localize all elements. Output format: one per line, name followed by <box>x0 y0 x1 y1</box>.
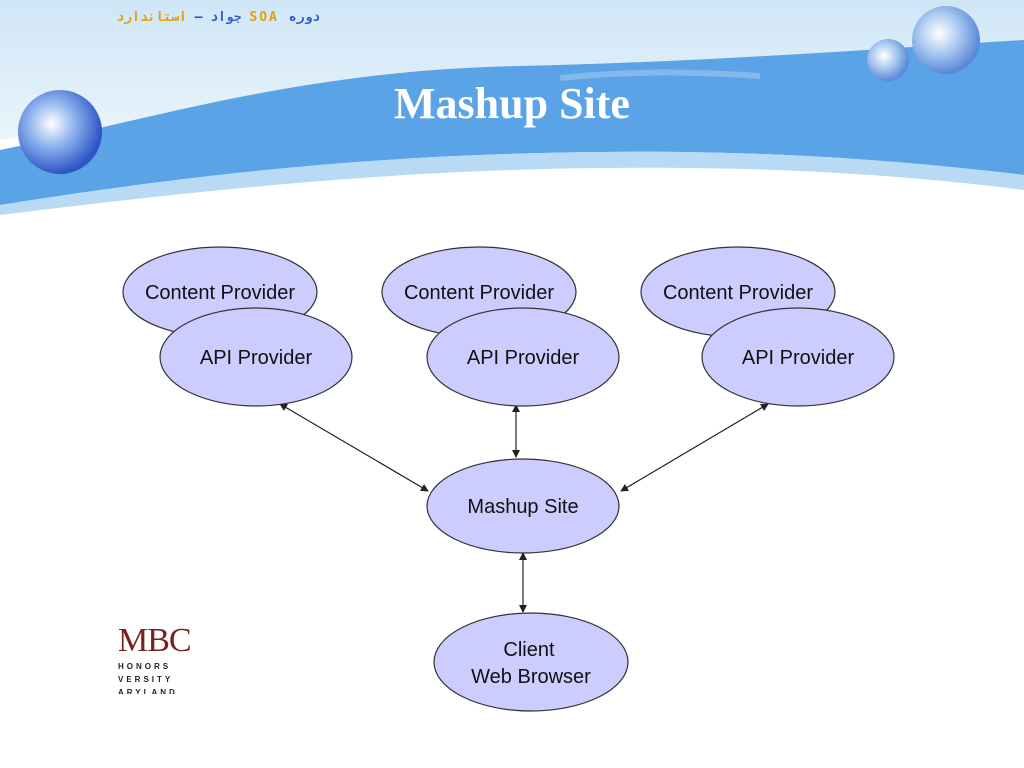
mashup-site-label: Mashup Site <box>467 496 578 518</box>
course-dash: – <box>194 10 203 25</box>
logo-line-2: VERSITY <box>118 675 174 684</box>
api-provider-label-3: API Provider <box>742 347 855 369</box>
logo-mark: MBC <box>118 622 192 659</box>
decorative-orb-left <box>18 90 102 174</box>
course-soa: SOA <box>249 10 279 25</box>
connector-api1-mashup <box>279 403 429 492</box>
api-provider-node-3 <box>701 307 895 407</box>
api-provider-label-1: API Provider <box>200 347 313 369</box>
api-provider-node-1 <box>159 307 353 407</box>
content-provider-label-3: Content Provider <box>663 282 813 304</box>
provider-group-1: Content Provider API Provider <box>122 246 353 407</box>
logo-line-1: HONORS <box>118 662 172 671</box>
logo-line-3: ARYLAND <box>118 688 178 694</box>
header-banner <box>0 0 1024 220</box>
provider-group-3: Content Provider API Provider <box>640 246 895 407</box>
course-header: جواد – استاندارد SOA دوره <box>0 10 320 25</box>
mashup-site-node <box>426 458 620 554</box>
connector-api3-mashup <box>620 403 769 492</box>
api-provider-label-2: API Provider <box>467 347 580 369</box>
course-standard: استاندارد <box>116 10 187 25</box>
api-provider-node-2 <box>426 307 620 407</box>
university-logo: MBC HONORS VERSITY ARYLAND <box>118 624 198 718</box>
content-provider-label-2: Content Provider <box>404 282 554 304</box>
slide-title: Mashup Site <box>394 79 630 128</box>
course-word: دوره <box>288 10 320 25</box>
provider-group-2: Content Provider API Provider <box>381 246 620 407</box>
decorative-orb-right-small <box>867 39 909 81</box>
course-author: جواد <box>210 10 242 25</box>
client-browser-node <box>433 612 629 712</box>
content-provider-label-1: Content Provider <box>145 282 295 304</box>
client-label-line2: Web Browser <box>471 666 591 688</box>
decorative-orb-right-large <box>912 6 980 74</box>
client-label-line1: Client <box>503 639 555 661</box>
